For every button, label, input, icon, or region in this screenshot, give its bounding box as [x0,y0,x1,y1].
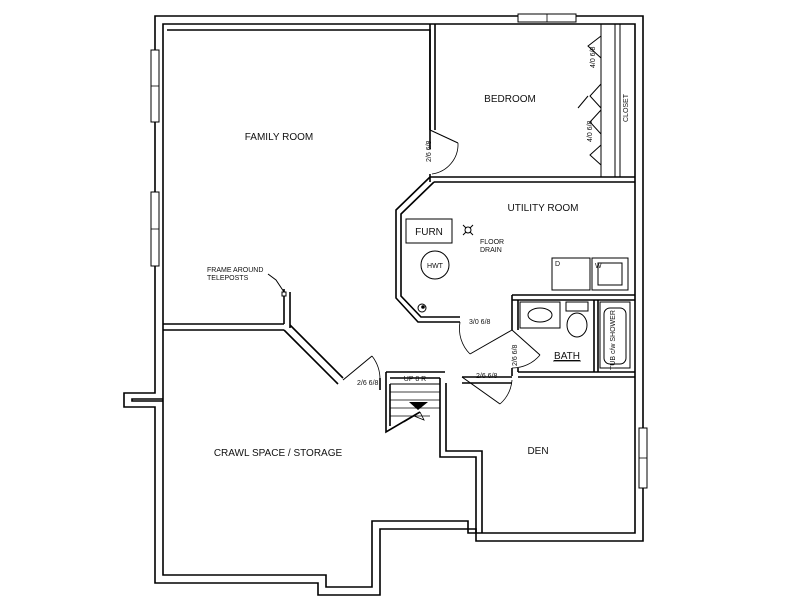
bedroom-label: BEDROOM [484,94,536,105]
bifold-door-upper [577,35,602,109]
stairs: UP 8 R [390,376,440,423]
bifold-door-lower [589,109,602,166]
door-utility-bath [459,321,513,355]
door-size-closet-upper: 4/0 6/8 [590,46,597,68]
door-den [461,376,513,405]
closet-label: CLOSET [623,93,630,122]
sump-pit [417,303,427,313]
door-bath-side [511,329,541,369]
furnace-label: FURN [415,227,443,238]
door-family-bedroom [429,129,459,175]
door-size-bath-side: 2/6 6/8 [512,344,519,366]
dryer: D [551,257,591,291]
family-room-label: FAMILY ROOM [245,132,314,143]
vanity-sink [519,301,561,329]
door-crawl-space [342,355,381,381]
window-left-upper [150,49,160,123]
den-label: DEN [527,446,548,457]
door-size-family-bedroom: 2/6 6/8 [426,140,433,162]
teleposts-label-1: FRAME AROUND [207,267,263,274]
window-right [638,427,648,489]
door-size-den: 2/6 6/8 [476,373,498,380]
floor-drain-label-1: FLOOR [480,239,504,246]
bath-label: BATH [554,351,580,362]
floor-drain-label-2: DRAIN [480,247,502,254]
hot-water-tank: HWT [420,250,450,280]
window-left-lower [150,191,160,267]
tub-shower-label: TUB c/w SHOWER [610,310,617,370]
washer-label: W [595,263,602,270]
door-size-closet-lower: 4/0 6/8 [587,120,594,142]
teleposts-label-2: TELEPOSTS [207,275,249,282]
stair-label: UP 8 R [404,376,426,383]
floor-drain: FLOOR DRAIN [462,224,504,254]
toilet [565,301,589,338]
washer: W [591,257,629,291]
teleposts-frame [267,273,287,297]
tub-shower: TUB c/w SHOWER [599,301,631,370]
exterior-wall [123,15,644,596]
hot-water-tank-label: HWT [427,263,444,270]
furnace: FURN [405,218,453,244]
window-top [517,13,577,23]
utility-room-label: UTILITY ROOM [508,203,579,214]
door-size-crawl-space: 2/6 6/8 [357,380,379,387]
dryer-label: D [555,261,560,268]
stair-arrow-icon [409,402,428,410]
door-size-utility-bath: 3/0 6/8 [469,319,491,326]
crawl-space-label: CRAWL SPACE / STORAGE [214,448,343,459]
